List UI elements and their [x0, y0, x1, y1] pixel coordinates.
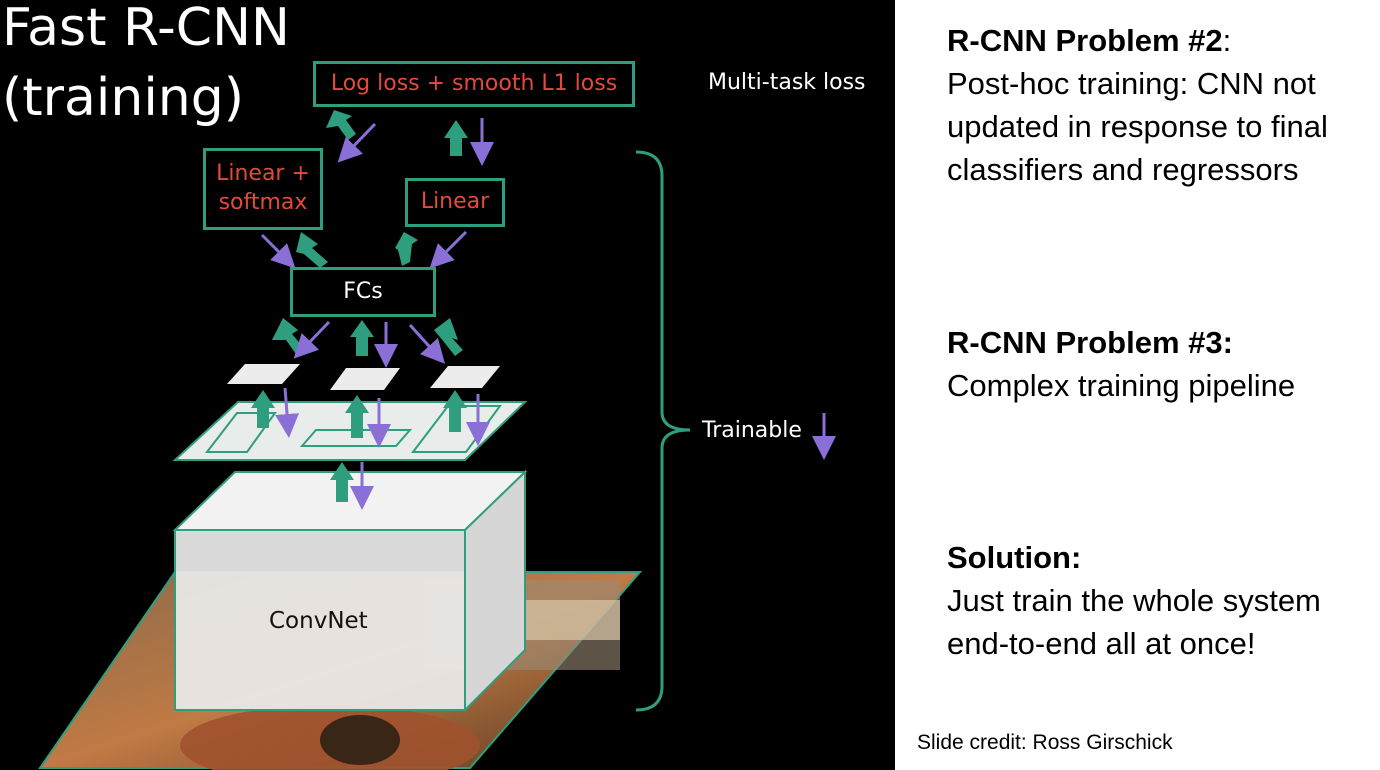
loss-box-label: Log loss + smooth L1 loss: [330, 70, 618, 96]
multitask-loss-label: Multi-task loss: [708, 70, 866, 95]
problem2-heading: R-CNN Problem #2: [947, 23, 1223, 58]
linear-box: Linear: [405, 178, 505, 227]
up-arrow-icon: [251, 110, 468, 502]
loss-box: Log loss + smooth L1 loss: [313, 61, 635, 107]
brace-icon: [635, 150, 691, 712]
problem3-heading: R-CNN Problem #3:: [947, 325, 1233, 360]
problem3-block: R-CNN Problem #3: Complex training pipel…: [947, 321, 1377, 407]
slide-credit: Slide credit: Ross Girschick: [917, 731, 1173, 754]
solution-block: Solution: Just train the whole system en…: [947, 536, 1377, 665]
fcs-box: FCs: [290, 267, 436, 317]
problem2-text: Post-hoc training: CNN not updated in re…: [947, 66, 1328, 187]
problem2-colon: :: [1222, 23, 1232, 58]
linear-softmax-box: Linear + softmax: [203, 148, 323, 230]
fcs-box-label: FCs: [343, 278, 383, 304]
roi-pooled-features: [227, 364, 500, 390]
solution-text: Just train the whole system end-to-end a…: [947, 583, 1321, 661]
diagram-graphics: [38, 110, 836, 770]
linear-softmax-line1: Linear +: [216, 161, 310, 187]
trainable-label: Trainable: [702, 418, 802, 443]
down-arrow-icon: [260, 118, 836, 510]
solution-heading: Solution:: [947, 540, 1082, 575]
problem3-text: Complex training pipeline: [947, 368, 1296, 403]
title-line-1: Fast R-CNN: [2, 0, 290, 58]
linear-softmax-line2: softmax: [218, 190, 308, 215]
title-line-2: (training): [2, 68, 245, 128]
convnet-block: [172, 469, 528, 713]
convnet-label: ConvNet: [269, 608, 368, 634]
diagram-panel: Fast R-CNN (training) Log loss + smooth …: [0, 0, 895, 770]
linear-box-label: Linear: [420, 189, 490, 215]
problem2-block: R-CNN Problem #2: Post-hoc training: CNN…: [947, 19, 1377, 191]
